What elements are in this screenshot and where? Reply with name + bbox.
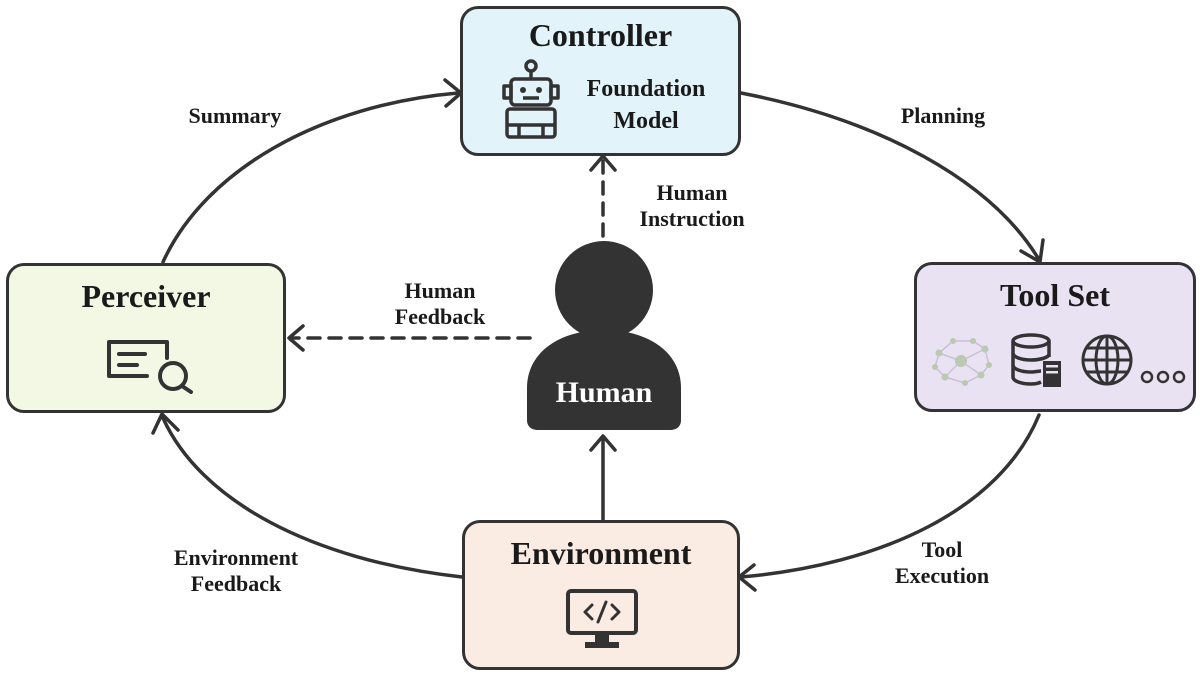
summary-label: Summary (188, 103, 282, 128)
human-instruction-arrowhead (589, 154, 617, 172)
environment-node[interactable]: Environment (462, 520, 740, 670)
controller-subtitle-line2: Model (613, 108, 679, 134)
robot-icon (502, 59, 560, 139)
tool-execution-label-line1: Tool (921, 537, 963, 562)
controller-node[interactable]: Controller Foundation Model (460, 6, 741, 156)
tool-execution-arrow (739, 413, 1041, 579)
human-feedback-arrowhead (287, 324, 305, 352)
human-feedback-label-line2: Feedback (394, 304, 486, 329)
planning-label: Planning (900, 103, 986, 128)
environment-feedback-label-line2: Feedback (190, 571, 282, 596)
environment-feedback-label-line1: Environment (173, 545, 299, 570)
controller-title: Controller (528, 17, 673, 53)
environment-feedback-arrowhead (151, 412, 180, 435)
ellipsis-icon (1140, 370, 1186, 384)
globe-icon (1081, 334, 1133, 386)
database-server-icon (1011, 333, 1061, 387)
summary-arrow (161, 91, 460, 264)
person-icon (527, 241, 681, 430)
human-instruction-label-line2: Instruction (639, 206, 745, 231)
planning-arrow (739, 91, 1040, 260)
toolset-title: Tool Set (1000, 277, 1110, 313)
human-feedback-label-line1: Human (404, 278, 476, 303)
environment-title: Environment (510, 535, 692, 571)
document-search-icon (107, 340, 193, 394)
environment-feedback-arrow (161, 416, 464, 579)
perceiver-title: Perceiver (81, 278, 211, 314)
toolset-node[interactable]: Tool Set (914, 262, 1196, 412)
perceiver-node[interactable]: Perceiver (6, 263, 286, 413)
human-label: Human (555, 376, 653, 409)
network-graph-icon (932, 338, 992, 386)
environment-to-human-arrowhead (589, 434, 617, 452)
tool-execution-label-line2: Execution (894, 563, 990, 588)
controller-subtitle-line1: Foundation (586, 76, 706, 102)
code-monitor-icon (566, 589, 638, 648)
human-instruction-label-line1: Human (656, 180, 728, 205)
